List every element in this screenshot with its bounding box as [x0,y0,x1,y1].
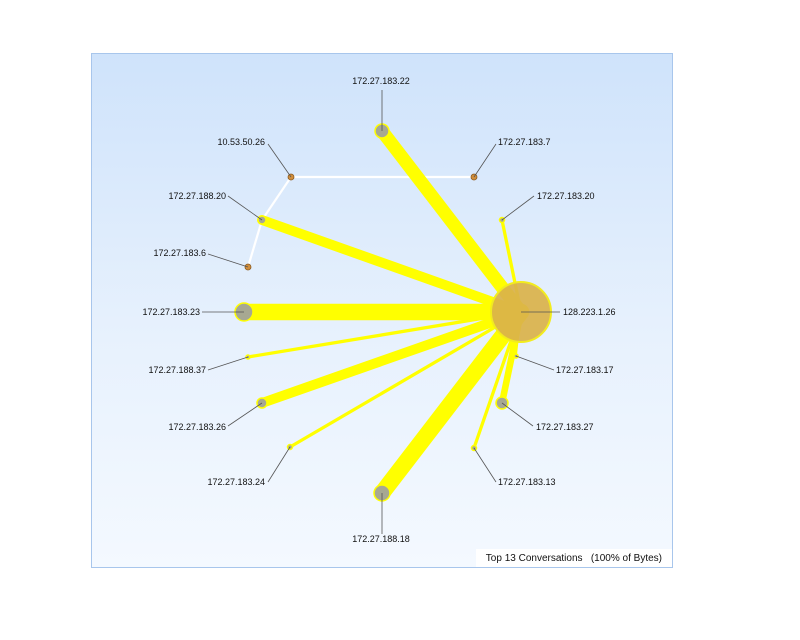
conversation-link-172-27-188-20 [257,215,526,317]
conversation-link-172-27-188-18 [373,303,530,502]
node-172-27-183-7-leader-line [473,143,497,178]
conversations-caption: Top 13 Conversations (100% of Bytes) [475,549,672,567]
node-172-27-183-20-leader-line [501,195,535,221]
node-172-27-183-13-label: 172.27.183.13 [498,477,556,487]
node-172-27-183-13-leader-line [473,447,497,483]
conversation-diagram: 172.27.183.22 172.27.183.7 172.27.183.20 17… [142,76,616,544]
node-172-27-183-23-label: 172.27.183.23 [142,307,200,317]
node-172-27-188-20-label: 172.27.188.20 [168,191,226,201]
hub-label: 128.223.1.26 [563,307,616,317]
internal-link-10-53-50-26-to-172-27-188-20 [261,176,292,221]
node-172-27-183-27-label: 172.27.183.27 [536,422,594,432]
conversation-link-172-27-183-24 [288,310,523,449]
node-172-27-183-24-label: 172.27.183.24 [207,477,265,487]
internal-link-172-27-188-20-to-172-27-183-6 [246,219,264,268]
node-172-27-188-18-label: 172.27.188.18 [352,534,410,544]
conversation-diagram-panel: 172.27.183.22 172.27.183.7 172.27.183.20 17… [91,53,673,568]
node-172-27-188-37-label: 172.27.188.37 [148,365,206,375]
node-172-27-188-37-leader-line [207,356,249,371]
node-172-27-183-26-label: 172.27.183.26 [168,422,226,432]
node-10-53-50-26-label: 10.53.50.26 [217,137,265,147]
node-172-27-183-7-label: 172.27.183.7 [498,137,551,147]
node-172-27-183-24-leader-line [267,446,291,483]
node-172-27-183-6-leader-line [207,253,249,268]
conversation-link-172-27-183-26 [257,307,526,408]
conversation-link-172-27-183-22 [375,124,528,319]
node-172-27-183-27-leader-line [501,402,534,427]
node-172-27-183-22-label: 172.27.183.22 [352,76,410,86]
node-172-27-183-26-leader-line [227,402,263,427]
node-172-27-188-20-leader-line [227,195,263,221]
node-172-27-183-20-label: 172.27.183.20 [537,191,595,201]
node-172-27-183-17-leader-line [515,355,555,371]
node-172-27-183-17-label: 172.27.183.17 [556,365,614,375]
node-10-53-50-26-leader-line [267,143,292,178]
node-172-27-183-6-label: 172.27.183.6 [153,248,206,258]
